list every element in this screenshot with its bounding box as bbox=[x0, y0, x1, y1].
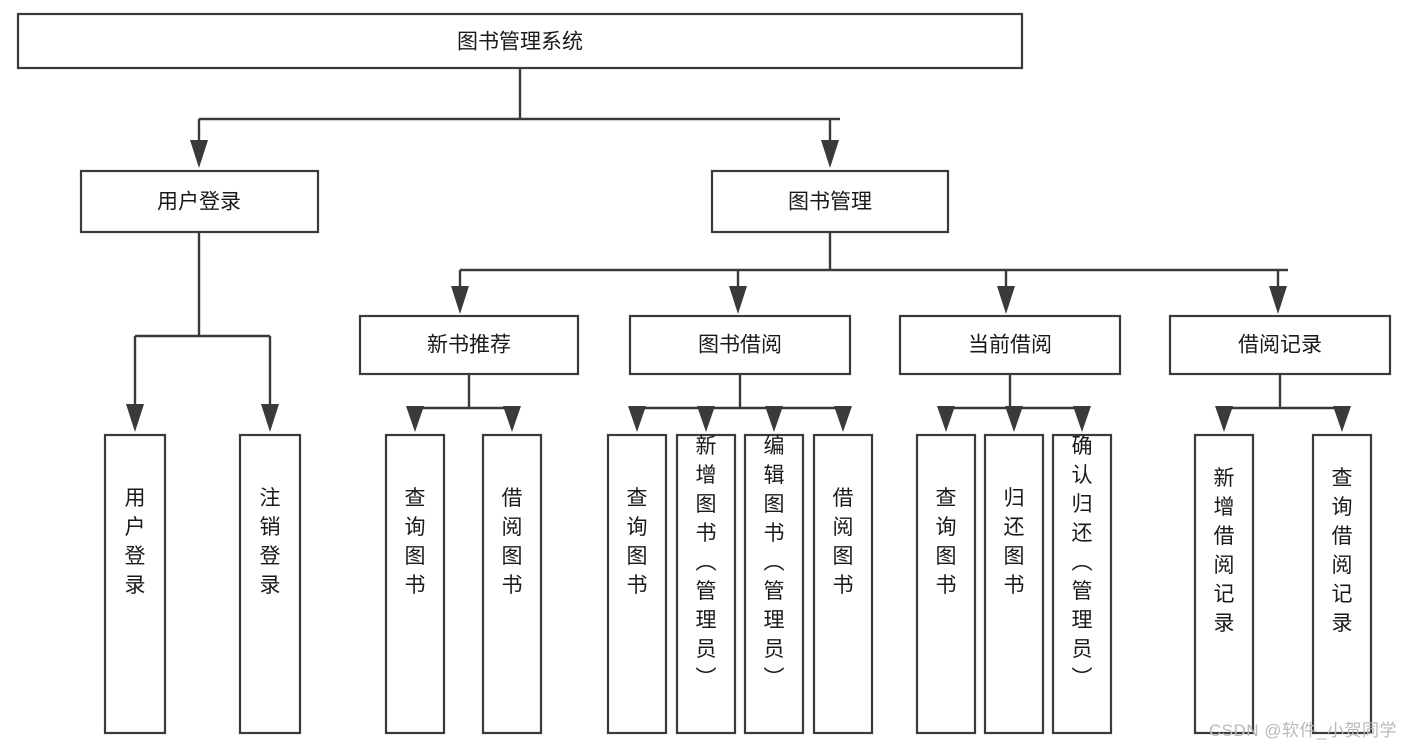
node-leaf-current-query-book-label: 查询图书 bbox=[936, 487, 957, 597]
node-leaf-current-return-book-label: 归还图书 bbox=[1004, 487, 1025, 597]
node-book-manage[interactable]: 图书管理 bbox=[710, 169, 950, 234]
node-book-manage-label: 图书管理 bbox=[788, 191, 872, 214]
node-leaf-borrow-add-book-label: 新增图书︵管理员︶ bbox=[696, 435, 717, 690]
node-new-book-recommend-label: 新书推荐 bbox=[427, 334, 511, 357]
arrow-borrow-to-leaf1 bbox=[628, 406, 646, 432]
node-leaf-record-add-label: 新增借阅记录 bbox=[1214, 467, 1235, 635]
node-leaf-borrow-add-book-box[interactable] bbox=[675, 433, 737, 735]
node-user-login[interactable]: 用户登录 bbox=[79, 169, 320, 234]
arrow-record-to-leaf1 bbox=[1215, 406, 1233, 432]
node-root-label: 图书管理系统 bbox=[457, 31, 583, 54]
node-borrow-record[interactable]: 借阅记录 bbox=[1168, 314, 1392, 376]
arrow-book-to-record bbox=[1269, 286, 1287, 314]
node-leaf-user-logout[interactable]: 注销登录 bbox=[238, 433, 302, 735]
watermark-text: CSDN @软件_小贺同学 bbox=[1208, 721, 1397, 740]
node-borrow-record-box[interactable] bbox=[1168, 314, 1392, 376]
node-leaf-current-return-book-box[interactable] bbox=[983, 433, 1045, 735]
arrow-book-to-borrow bbox=[729, 286, 747, 314]
node-current-borrow[interactable]: 当前借阅 bbox=[898, 314, 1122, 376]
arrow-current-to-leaf2 bbox=[1005, 406, 1023, 432]
node-leaf-user-login-box[interactable] bbox=[103, 433, 167, 735]
arrow-current-to-leaf3 bbox=[1073, 406, 1091, 432]
node-leaf-record-add[interactable]: 新增借阅记录 bbox=[1193, 433, 1255, 735]
node-leaf-borrow-borrow-book[interactable]: 借阅图书 bbox=[812, 433, 874, 735]
node-leaf-borrow-query-book-label: 查询图书 bbox=[627, 487, 648, 597]
arrow-book-to-current bbox=[997, 286, 1015, 314]
arrow-user-to-leaf2 bbox=[261, 404, 279, 432]
arrow-borrow-to-leaf3 bbox=[765, 406, 783, 432]
node-leaf-new-query-book-label: 查询图书 bbox=[405, 487, 426, 597]
node-leaf-record-query[interactable]: 查询借阅记录 bbox=[1311, 433, 1373, 735]
node-leaf-current-return-book[interactable]: 归还图书 bbox=[983, 433, 1045, 735]
node-book-borrow-label: 图书借阅 bbox=[698, 334, 782, 357]
node-user-login-label: 用户登录 bbox=[157, 191, 241, 214]
node-leaf-borrow-query-book[interactable]: 查询图书 bbox=[606, 433, 668, 735]
node-leaf-current-confirm-return-box[interactable] bbox=[1051, 433, 1113, 735]
node-leaf-user-logout-box[interactable] bbox=[238, 433, 302, 735]
arrow-root-to-book bbox=[821, 140, 839, 168]
node-leaf-borrow-query-book-box[interactable] bbox=[606, 433, 668, 735]
node-leaf-borrow-edit-book-label: 编辑图书︵管理员︶ bbox=[764, 435, 785, 690]
node-root-box[interactable] bbox=[16, 12, 1024, 70]
node-root[interactable]: 图书管理系统 bbox=[16, 12, 1024, 70]
node-leaf-current-confirm-return-label: 确认归还︵管理员︶ bbox=[1072, 435, 1093, 690]
arrow-root-to-user bbox=[190, 140, 208, 168]
node-leaf-borrow-add-book[interactable]: 新增图书︵管理员︶ bbox=[675, 433, 737, 735]
arrow-borrow-to-leaf4 bbox=[834, 406, 852, 432]
arrow-current-to-leaf1 bbox=[937, 406, 955, 432]
arrow-record-to-leaf2 bbox=[1333, 406, 1351, 432]
node-leaf-current-query-book-box[interactable] bbox=[915, 433, 977, 735]
nodes-layer: 图书管理系统 用户登录 图书管理 新书推荐 图书借阅 当前 bbox=[16, 12, 1392, 735]
node-book-borrow[interactable]: 图书借阅 bbox=[628, 314, 852, 376]
node-leaf-user-login[interactable]: 用户登录 bbox=[103, 433, 167, 735]
node-leaf-borrow-edit-book-box[interactable] bbox=[743, 433, 805, 735]
arrow-new-to-leaf1 bbox=[406, 406, 424, 432]
node-user-login-box[interactable] bbox=[79, 169, 320, 234]
node-leaf-record-query-box[interactable] bbox=[1311, 433, 1373, 735]
node-book-manage-box[interactable] bbox=[710, 169, 950, 234]
node-leaf-new-borrow-book-label: 借阅图书 bbox=[502, 487, 523, 597]
node-leaf-current-confirm-return[interactable]: 确认归还︵管理员︶ bbox=[1051, 433, 1113, 735]
node-leaf-borrow-borrow-book-label: 借阅图书 bbox=[833, 487, 854, 597]
node-leaf-borrow-edit-book[interactable]: 编辑图书︵管理员︶ bbox=[743, 433, 805, 735]
node-leaf-new-borrow-book-box[interactable] bbox=[481, 433, 543, 735]
arrow-borrow-to-leaf2 bbox=[697, 406, 715, 432]
node-leaf-new-query-book-box[interactable] bbox=[384, 433, 446, 735]
arrow-book-to-new bbox=[451, 286, 469, 314]
node-leaf-record-add-box[interactable] bbox=[1193, 433, 1255, 735]
node-leaf-user-logout-label: 注销登录 bbox=[260, 487, 281, 597]
node-borrow-record-label: 借阅记录 bbox=[1238, 334, 1322, 357]
node-leaf-current-query-book[interactable]: 查询图书 bbox=[915, 433, 977, 735]
arrow-new-to-leaf2 bbox=[503, 406, 521, 432]
node-current-borrow-label: 当前借阅 bbox=[968, 334, 1052, 357]
node-leaf-new-query-book[interactable]: 查询图书 bbox=[384, 433, 446, 735]
node-leaf-new-borrow-book[interactable]: 借阅图书 bbox=[481, 433, 543, 735]
node-new-book-recommend[interactable]: 新书推荐 bbox=[358, 314, 580, 376]
node-leaf-borrow-borrow-book-box[interactable] bbox=[812, 433, 874, 735]
connectors-layer bbox=[126, 68, 1351, 432]
node-leaf-record-query-label: 查询借阅记录 bbox=[1332, 467, 1353, 635]
node-book-borrow-box[interactable] bbox=[628, 314, 852, 376]
node-current-borrow-box[interactable] bbox=[898, 314, 1122, 376]
node-leaf-user-login-label: 用户登录 bbox=[125, 487, 146, 597]
node-new-book-recommend-box[interactable] bbox=[358, 314, 580, 376]
arrow-user-to-leaf1 bbox=[126, 404, 144, 432]
